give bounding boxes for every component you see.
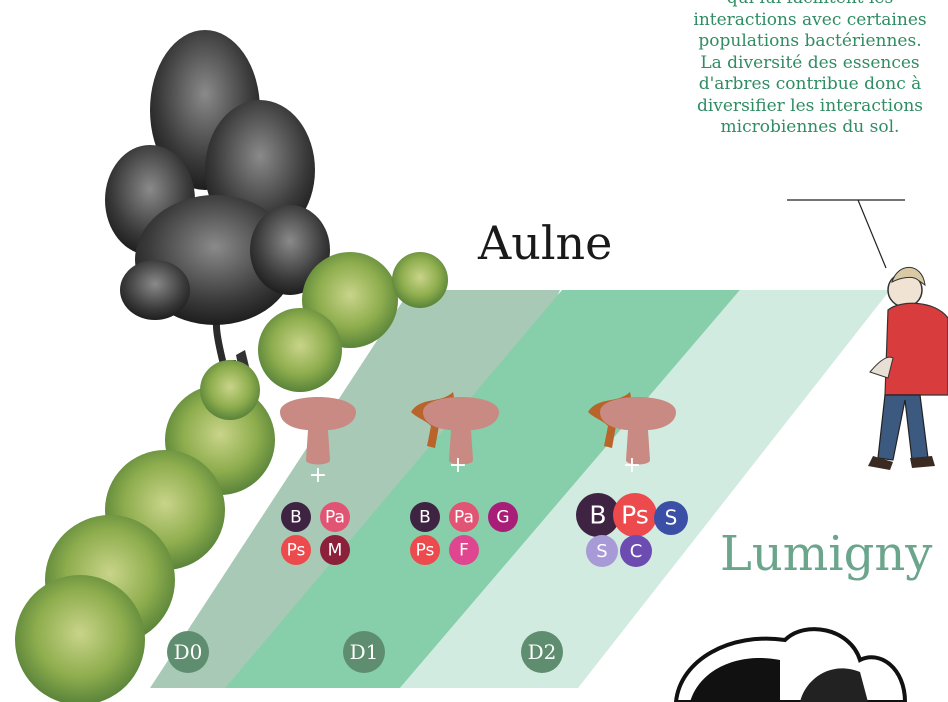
caption-line: La diversité des essences <box>600 53 948 75</box>
svg-text:B: B <box>290 508 302 528</box>
caption-line: populations bactériennes. <box>600 31 948 53</box>
microbe-badge: S <box>586 535 618 567</box>
caption-line: interactions avec certaines <box>600 10 948 32</box>
microbe-badge: B <box>410 502 440 532</box>
svg-text:B: B <box>419 508 431 528</box>
caption-line: qui lui facilitent les <box>600 0 948 10</box>
svg-text:D0: D0 <box>174 640 203 664</box>
zone-label-d2: D2 <box>521 631 563 673</box>
zone-label-d1: D1 <box>343 631 385 673</box>
caption-line: microbiennes du sol. <box>600 117 948 139</box>
microbe-badge: C <box>620 535 652 567</box>
site-title-aulne: Aulne <box>478 216 612 270</box>
microbe-badge: G <box>488 502 518 532</box>
microbe-badge: F <box>449 535 479 565</box>
caption-line: diversifier les interactions <box>600 96 948 118</box>
svg-text:D2: D2 <box>528 640 557 664</box>
microbe-badge: Ps <box>410 535 440 565</box>
microbe-badge: S <box>654 501 688 535</box>
zone-label-d0: D0 <box>167 631 209 673</box>
caption-line: d'arbres contribue donc à <box>600 74 948 96</box>
microbe-badge: M <box>320 535 350 565</box>
svg-text:S: S <box>665 505 678 529</box>
plus-sign: + <box>309 463 327 488</box>
sketch-illustration <box>676 629 905 702</box>
svg-text:Ps: Ps <box>621 500 649 529</box>
svg-text:Ps: Ps <box>287 541 306 561</box>
caption-text: qui lui facilitent les interactions avec… <box>600 0 948 139</box>
site-title-lumigny: Lumigny <box>720 526 932 582</box>
microbe-badge: B <box>281 502 311 532</box>
svg-text:S: S <box>596 541 607 562</box>
svg-text:D1: D1 <box>350 640 379 664</box>
svg-text:Pa: Pa <box>454 508 474 528</box>
plus-sign: + <box>449 453 467 478</box>
microbe-badge: Pa <box>449 502 479 532</box>
svg-text:C: C <box>630 541 643 562</box>
svg-text:M: M <box>328 541 343 561</box>
svg-text:B: B <box>589 500 606 529</box>
microbe-badge: Ps <box>281 535 311 565</box>
plus-sign: + <box>623 453 641 478</box>
svg-text:Ps: Ps <box>416 541 435 561</box>
microbe-badge: Ps <box>613 493 657 537</box>
svg-text:G: G <box>496 508 509 528</box>
callout-pointer <box>858 200 886 268</box>
microbe-badge: Pa <box>320 502 350 532</box>
svg-text:F: F <box>459 541 469 561</box>
svg-text:Pa: Pa <box>325 508 345 528</box>
